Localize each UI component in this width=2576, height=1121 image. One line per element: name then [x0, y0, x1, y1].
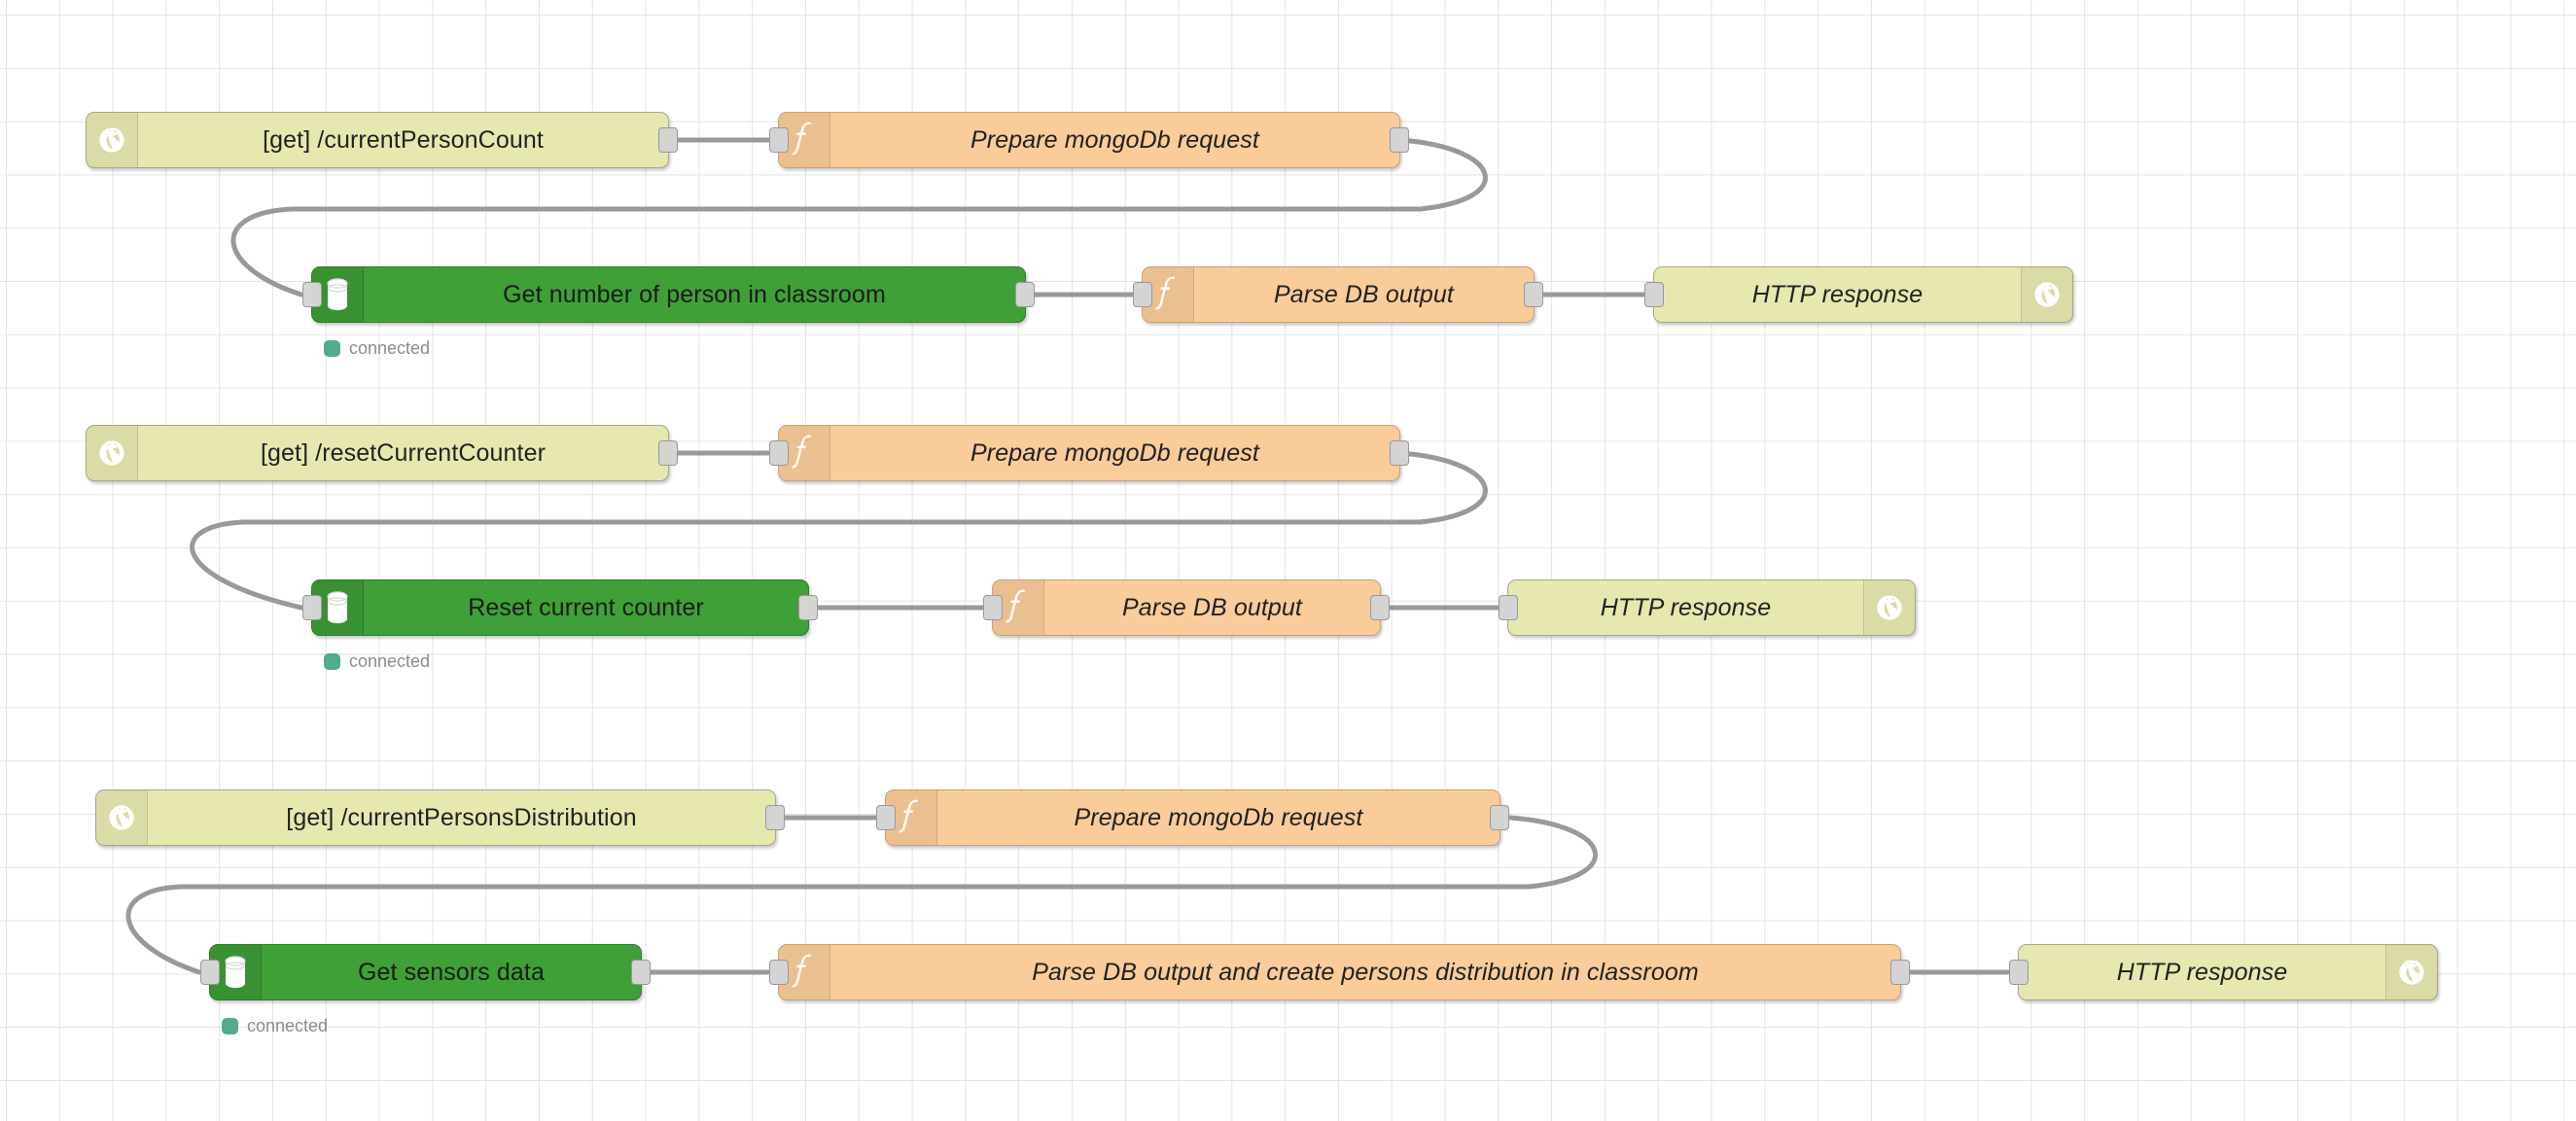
- node-label: Prepare mongoDb request: [970, 438, 1259, 467]
- output-port[interactable]: [1370, 595, 1390, 620]
- globe-icon: [87, 426, 138, 480]
- node-function-parse-db-output-2[interactable]: Parse DB output: [983, 579, 1390, 636]
- output-port[interactable]: [765, 805, 785, 830]
- status-connected-2: connected: [324, 651, 430, 672]
- node-label: Parse DB output: [1274, 280, 1454, 308]
- globe-icon: [87, 113, 138, 167]
- node-label: [get] /resetCurrentCounter: [260, 438, 547, 467]
- node-body: Parse DB output: [1044, 580, 1380, 635]
- node-label: HTTP response: [2116, 958, 2288, 986]
- node-body: Get sensors data: [262, 945, 641, 999]
- node-label: [get] /currentPersonCount: [263, 125, 544, 154]
- status-dot-icon: [324, 653, 340, 670]
- input-port[interactable]: [983, 595, 1003, 620]
- input-port[interactable]: [876, 805, 896, 830]
- output-port[interactable]: [1015, 282, 1035, 307]
- input-port[interactable]: [1133, 282, 1152, 307]
- status-dot-icon: [222, 1018, 238, 1034]
- globe-icon: [1863, 580, 1915, 635]
- input-port[interactable]: [302, 282, 322, 307]
- input-port[interactable]: [769, 960, 789, 985]
- status-connected-3: connected: [222, 1016, 328, 1036]
- node-mongodb-get-sensors-data[interactable]: Get sensors data: [200, 944, 651, 1000]
- output-port[interactable]: [1490, 805, 1509, 830]
- status-label: connected: [247, 1016, 329, 1035]
- database-icon: [210, 945, 262, 999]
- globe-icon: [96, 790, 148, 845]
- node-http-in-currentpersoncount[interactable]: [get] /currentPersonCount: [86, 112, 678, 168]
- node-function-parse-db-output-1[interactable]: Parse DB output: [1133, 266, 1543, 323]
- node-label: Reset current counter: [468, 593, 704, 621]
- node-label: HTTP response: [1600, 593, 1772, 621]
- node-http-response-3[interactable]: HTTP response: [2009, 944, 2438, 1000]
- globe-icon: [2021, 267, 2072, 322]
- node-mongodb-reset-current-counter[interactable]: Reset current counter: [302, 579, 818, 636]
- node-http-response-1[interactable]: HTTP response: [1644, 266, 2073, 323]
- output-port[interactable]: [1390, 440, 1409, 466]
- node-function-prepare-mongodb-request-1[interactable]: Prepare mongoDb request: [769, 112, 1409, 168]
- node-mongodb-get-number-of-person[interactable]: Get number of person in classroom: [302, 266, 1035, 323]
- node-label: Get sensors data: [358, 958, 545, 986]
- node-body: Prepare mongoDb request: [830, 113, 1399, 167]
- node-body: [get] /resetCurrentCounter: [138, 426, 668, 480]
- node-body: Get number of person in classroom: [364, 267, 1025, 322]
- node-http-in-resetcurrentcounter[interactable]: [get] /resetCurrentCounter: [86, 425, 678, 481]
- node-body: Prepare mongoDb request: [937, 790, 1500, 845]
- status-label: connected: [349, 338, 431, 358]
- node-label: Parse DB output and create persons distr…: [1032, 958, 1699, 986]
- node-function-prepare-mongodb-request-3[interactable]: Prepare mongoDb request: [876, 789, 1509, 846]
- node-label: Prepare mongoDb request: [1074, 803, 1363, 831]
- input-port[interactable]: [1644, 282, 1664, 307]
- node-label: [get] /currentPersonsDistribution: [286, 803, 637, 831]
- node-function-parse-db-output-distribution[interactable]: Parse DB output and create persons distr…: [769, 944, 1910, 1000]
- node-label: Parse DB output: [1122, 593, 1302, 621]
- output-port[interactable]: [1890, 960, 1910, 985]
- output-port[interactable]: [631, 960, 651, 985]
- status-dot-icon: [324, 340, 340, 357]
- input-port[interactable]: [769, 127, 789, 153]
- input-port[interactable]: [302, 595, 322, 620]
- input-port[interactable]: [769, 440, 789, 466]
- node-body: HTTP response: [1508, 580, 1863, 635]
- node-body: HTTP response: [2019, 945, 2385, 999]
- node-function-prepare-mongodb-request-2[interactable]: Prepare mongoDb request: [769, 425, 1409, 481]
- node-label: HTTP response: [1751, 280, 1923, 308]
- output-port[interactable]: [658, 440, 678, 466]
- node-body: [get] /currentPersonCount: [138, 113, 668, 167]
- node-http-response-2[interactable]: HTTP response: [1499, 579, 1916, 636]
- node-label: Prepare mongoDb request: [970, 125, 1259, 154]
- globe-icon: [2385, 945, 2437, 999]
- input-port[interactable]: [1499, 595, 1518, 620]
- node-body: Prepare mongoDb request: [830, 426, 1399, 480]
- input-port[interactable]: [2009, 960, 2029, 985]
- input-port[interactable]: [200, 960, 220, 985]
- node-body: Parse DB output and create persons distr…: [830, 945, 1900, 999]
- node-label: Get number of person in classroom: [503, 280, 886, 308]
- node-http-in-currentpersonsdistribution[interactable]: [get] /currentPersonsDistribution: [95, 789, 785, 846]
- status-label: connected: [349, 651, 431, 671]
- node-body: HTTP response: [1654, 267, 2021, 322]
- output-port[interactable]: [1524, 282, 1543, 307]
- status-connected-1: connected: [324, 338, 430, 359]
- output-port[interactable]: [658, 127, 678, 153]
- node-body: Reset current counter: [364, 580, 808, 635]
- output-port[interactable]: [1390, 127, 1409, 153]
- node-body: [get] /currentPersonsDistribution: [148, 790, 775, 845]
- node-body: Parse DB output: [1194, 267, 1534, 322]
- output-port[interactable]: [798, 595, 818, 620]
